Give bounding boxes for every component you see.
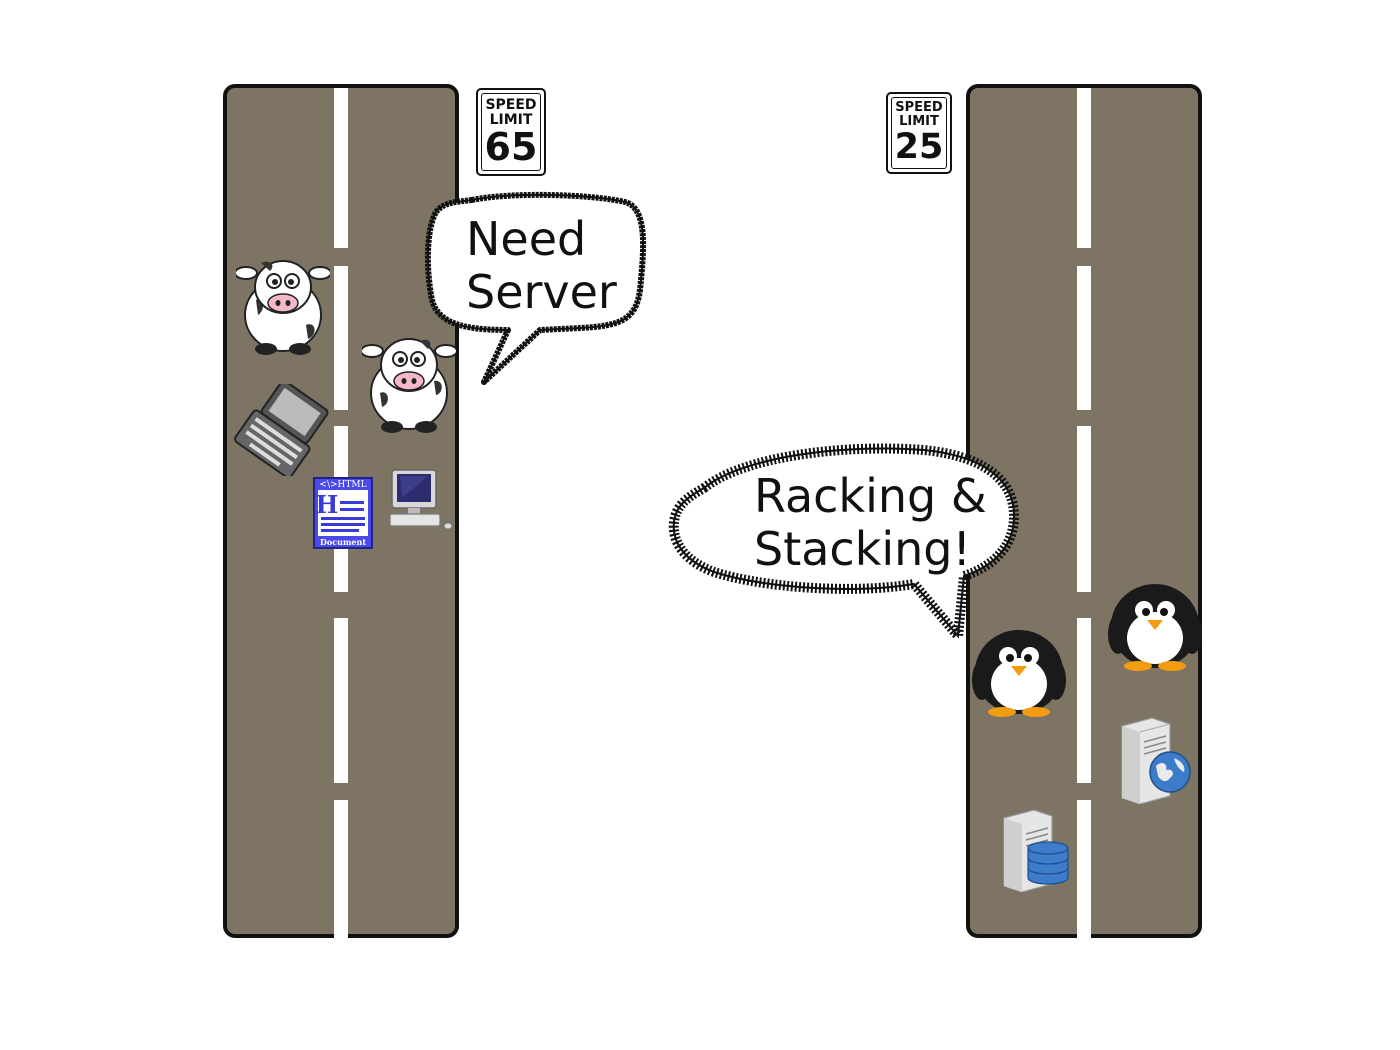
speech-bubble-need-server: [424, 191, 647, 385]
lane-marking: [1077, 266, 1091, 410]
speech-bubble-racking-stacking: [668, 443, 1019, 641]
sign-label-speed: SPEED: [895, 100, 943, 115]
lane-marking: [334, 800, 348, 938]
html-doc-letter: H: [316, 490, 339, 519]
html-doc-bottom-label: Document: [320, 537, 366, 547]
sign-speed-number: 65: [484, 125, 538, 170]
sign-speed-number: 25: [894, 127, 944, 168]
penguin-icon: [1108, 584, 1202, 671]
desktop-computer-icon: [389, 469, 453, 530]
bubble-line-1: Need: [466, 212, 587, 266]
lane-marking: [1077, 88, 1091, 248]
bubble-line-2: Stacking!: [754, 522, 971, 577]
bubble-line-2: Server: [466, 265, 617, 320]
penguin-icon: [972, 630, 1066, 717]
sign-label-speed: SPEED: [485, 97, 537, 113]
sign-label-limit: LIMIT: [489, 111, 533, 128]
html-doc-top-label: <\>HTML: [319, 480, 366, 490]
bubble-line-1: Racking &: [754, 469, 987, 523]
lane-marking: [1077, 618, 1091, 783]
web-server-icon: [1121, 717, 1191, 804]
lane-marking: [334, 618, 348, 783]
speed-limit-sign-65: SPEED LIMIT 65: [476, 88, 546, 176]
database-server-icon: [1003, 809, 1069, 892]
lane-marking: [334, 88, 348, 248]
bubble-text-racking-stacking: Racking & Stacking!: [754, 469, 987, 577]
speed-limit-sign-25: SPEED LIMIT 25: [886, 92, 952, 174]
sign-label-limit: LIMIT: [899, 113, 939, 129]
bubble-text-need-server: Need Server: [466, 212, 617, 320]
lane-marking: [1077, 800, 1091, 938]
cow-icon: [362, 338, 456, 433]
cow-icon: [236, 260, 330, 355]
laptop-icon: [234, 384, 329, 476]
lane-marking: [1077, 426, 1091, 592]
lane-marking: [334, 266, 348, 410]
html-document-icon: <\>HTML H Document: [313, 477, 373, 549]
